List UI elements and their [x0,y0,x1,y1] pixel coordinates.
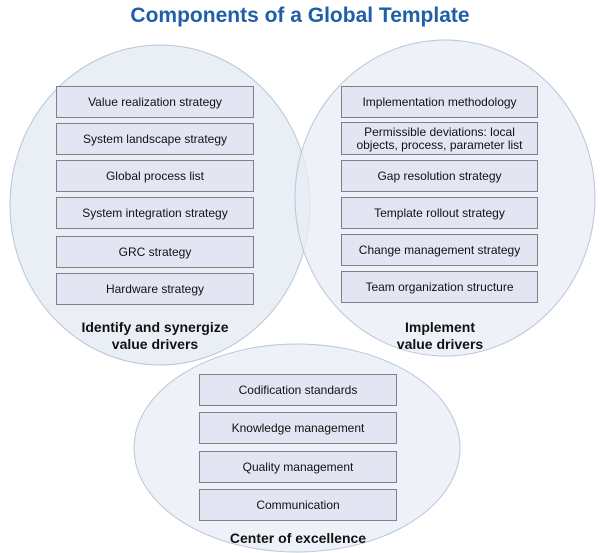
bottom-group-label: Center of excellence [229,530,367,546]
left-item: GRC strategy [56,236,254,268]
right-group-label: Implement value drivers [396,319,484,352]
diagram-title: Components of a Global Template [130,4,470,27]
bottom-item: Quality management [199,451,397,483]
left-group-label: Identify and synergize value drivers [81,319,229,352]
right-item: Gap resolution strategy [341,160,538,192]
right-item: Permissible deviations: local objects, p… [341,122,538,155]
right-item: Implementation methodology [341,86,538,118]
left-item: Value realization strategy [56,86,254,118]
bottom-item: Communication [199,489,397,521]
right-item: Team organization structure [341,271,538,303]
left-item: System landscape strategy [56,123,254,155]
bottom-item: Knowledge management [199,412,397,444]
right-item: Template rollout strategy [341,197,538,229]
left-item: Hardware strategy [56,273,254,305]
bottom-item: Codification standards [199,374,397,406]
right-item: Change management strategy [341,234,538,266]
left-item: Global process list [56,160,254,192]
left-item: System integration strategy [56,197,254,229]
